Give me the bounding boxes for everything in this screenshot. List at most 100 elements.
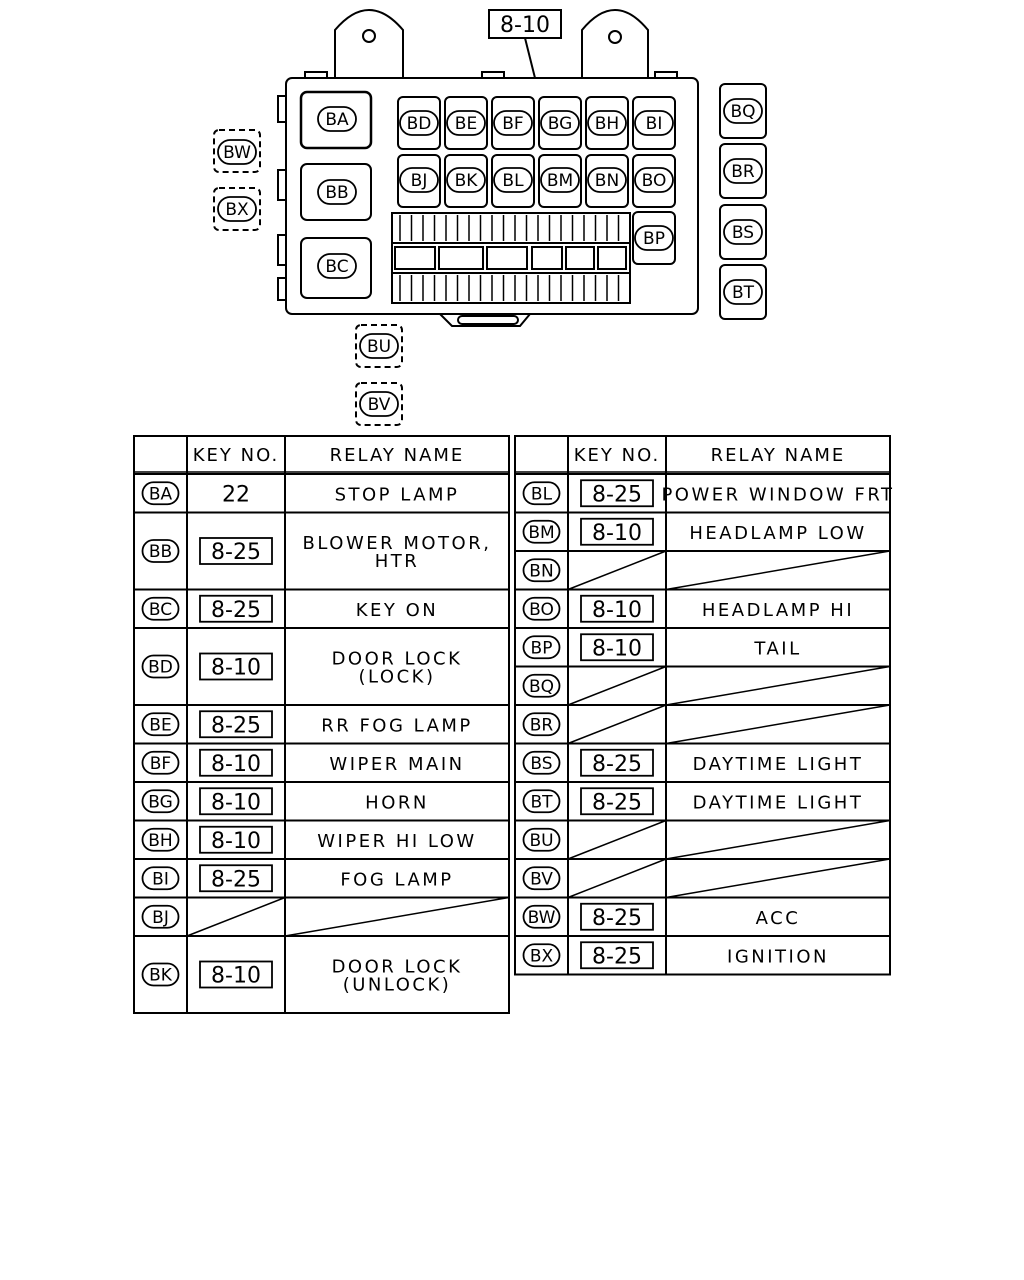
connector-bi-text: BI [646, 114, 663, 134]
connector-ba-text: BA [325, 110, 349, 130]
right-mounting-ear [581, 9, 649, 78]
row-code: BX [522, 943, 561, 968]
row-code-text: BH [148, 831, 172, 851]
row-key-no: 8-10 [211, 656, 261, 681]
row-code: BD [141, 654, 180, 679]
table-row: BQ [514, 665, 891, 706]
row-relay-name: KEY ON [356, 600, 439, 621]
connector-bb: BB [317, 179, 357, 205]
connector-bl-text: BL [502, 171, 524, 191]
connector-bi: BI [634, 110, 674, 136]
row-code-text: BT [530, 792, 553, 812]
connector-bd: BD [399, 110, 439, 136]
row-code: BW [522, 904, 561, 929]
row-relay-name: HEADLAMP LOW [689, 523, 866, 544]
connector-bx-text: BX [225, 200, 249, 220]
left-mounting-ear [334, 9, 404, 78]
row-code-text: BC [149, 600, 172, 620]
table-row: BU [514, 819, 891, 860]
row-code-text: BG [148, 792, 173, 812]
connector-bv-text: BV [368, 395, 391, 415]
row-relay-name: BLOWER MOTOR, [303, 533, 492, 554]
row-code-text: BA [149, 484, 173, 504]
connector-bs-text: BS [732, 223, 754, 243]
connector-ba: BA [317, 106, 357, 132]
connector-bd-text: BD [407, 114, 432, 134]
row-relay-name: HEADLAMP HI [702, 600, 854, 621]
row-relay-name: FOG LAMP [340, 869, 453, 890]
row-relay-name: DOOR LOCK [332, 649, 463, 670]
ref-label: 8-10 [500, 13, 550, 38]
connector-bw: BW [217, 139, 257, 165]
connector-bx: BX [217, 196, 257, 222]
row-code-text: BO [529, 600, 554, 620]
table-row: BR [514, 704, 891, 745]
connector-bu-text: BU [367, 337, 391, 357]
connector-bt: BT [723, 279, 763, 305]
row-relay-name: TAIL [753, 638, 801, 659]
connector-bf-text: BF [502, 114, 523, 134]
table-row: BO 8-10 HEADLAMP HI [514, 588, 891, 629]
row-code: BM [522, 519, 561, 544]
row-relay-name: ACC [756, 908, 801, 929]
row-code: BL [522, 481, 561, 506]
connector-bj: BJ [399, 167, 439, 193]
connector-bm: BM [540, 167, 580, 193]
table-row: BD 8-10 DOOR LOCK(LOCK) [133, 627, 510, 706]
row-code-text: BP [531, 638, 553, 658]
row-key-no: 8-25 [211, 598, 261, 623]
header-relay-name: RELAY NAME [711, 445, 846, 466]
row-code: BG [141, 789, 180, 814]
row-code: BU [522, 827, 561, 852]
connector-bo: BO [634, 167, 674, 193]
connector-bc-text: BC [325, 257, 348, 277]
row-key-no: 8-25 [211, 713, 261, 738]
header-relay-name: RELAY NAME [330, 445, 465, 466]
row-code-text: BR [530, 715, 554, 735]
row-relay-name: WIPER HI LOW [317, 831, 476, 852]
row-relay-name: RR FOG LAMP [321, 715, 473, 736]
row-key-no: 8-25 [211, 867, 261, 892]
connector-bv: BV [359, 391, 399, 417]
row-relay-name: DAYTIME LIGHT [693, 754, 864, 775]
connector-bf: BF [493, 110, 533, 136]
row-code-text: BI [152, 869, 169, 889]
row-code-text: BB [149, 542, 172, 562]
row-key-no: 8-10 [592, 521, 642, 546]
row-key-no: 8-25 [592, 790, 642, 815]
row-key-no: 8-10 [211, 752, 261, 777]
connector-bq-text: BQ [730, 102, 755, 122]
row-code: BC [141, 596, 180, 621]
row-relay-name: (UNLOCK) [343, 975, 452, 996]
row-code-text: BS [530, 754, 552, 774]
row-code-text: BL [531, 484, 553, 504]
row-relay-name: POWER WINDOW FRT [661, 484, 894, 505]
row-key-no: 8-25 [211, 540, 261, 565]
connector-bj-text: BJ [411, 171, 428, 191]
row-code-text: BV [530, 869, 553, 889]
row-code: BH [141, 827, 180, 852]
row-key-no: 8-10 [211, 829, 261, 854]
table-row: BJ [133, 896, 510, 937]
connector-bs: BS [723, 219, 763, 245]
connector-bg-text: BG [548, 114, 573, 134]
row-code: BK [141, 962, 180, 987]
row-code-text: BU [529, 831, 553, 851]
row-key-no: 8-25 [592, 906, 642, 931]
row-code-text: BQ [529, 677, 554, 697]
row-relay-name: (LOCK) [359, 667, 436, 688]
row-key-no: 8-25 [592, 482, 642, 507]
row-key-no: 8-10 [211, 790, 261, 815]
fuse-block [391, 212, 631, 304]
connector-br-text: BR [731, 162, 755, 182]
table-row: BG 8-10 HORN [133, 781, 510, 822]
row-relay-name: IGNITION [727, 946, 829, 967]
row-key-no: 8-10 [592, 598, 642, 623]
table-row: BM 8-10 HEADLAMP LOW [514, 511, 891, 552]
row-relay-name: HORN [365, 792, 429, 813]
